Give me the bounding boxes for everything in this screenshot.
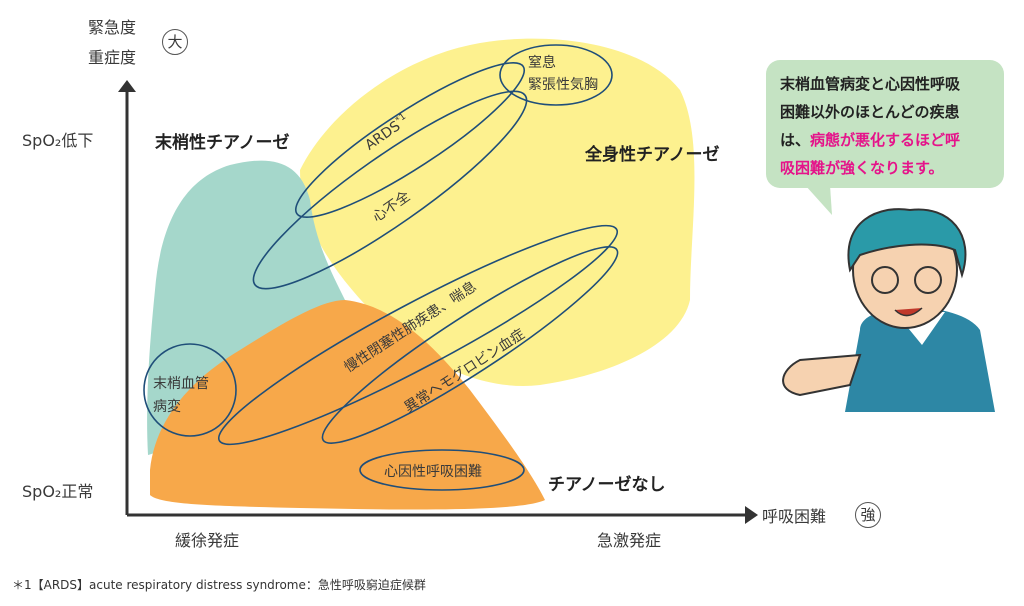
x-axis-arrow-icon [745, 506, 758, 524]
bubble-line-3: は、病態が悪化するほど呼 [780, 131, 961, 149]
doctor-illustration [782, 208, 995, 412]
hemoglobin-ellipse [321, 246, 619, 444]
axes [125, 92, 745, 517]
y-axis-arrow-icon [118, 80, 136, 92]
asphyxia-ellipse [499, 44, 613, 106]
ards-ellipse [294, 62, 526, 218]
footnote: ＊1【ARDS】acute respiratory distress syndr… [12, 578, 426, 592]
speech-bubble: 末梢血管病変と心因性呼吸 困難以外のほとんどの疾患 は、病態が悪化するほど呼 吸… [766, 60, 1004, 188]
copd-ellipse [217, 224, 619, 446]
peripheral-cyanosis-region [147, 160, 345, 455]
heart-failure-ellipse [252, 90, 528, 290]
peripheral-cyanosis-label: 末梢性チアノーゼ [155, 133, 290, 153]
y-axis-label-severity: 重症度 [88, 48, 137, 67]
bubble-line-2: 困難以外のほとんどの疾患 [780, 103, 960, 121]
x-axis-left-label: 緩徐発症 [175, 531, 240, 550]
x-axis-badge: 強 [855, 502, 881, 528]
pvd-label-1: 末梢血管 [153, 376, 209, 392]
x-axis-label: 呼吸困難 [762, 507, 827, 526]
y-axis-bottom-label: SpO₂正常 [22, 482, 94, 501]
central-cyanosis-label: 全身性チアノーゼ [585, 145, 720, 165]
y-axis-label-urgency: 緊急度 [88, 18, 137, 37]
pvd-label-2: 病変 [153, 399, 181, 415]
no-cyanosis-label: チアノーゼなし [548, 475, 666, 495]
pvd-circle [143, 343, 237, 437]
x-axis-right-label: 急激発症 [597, 531, 662, 550]
psychogenic-label: 心因性呼吸困難 [384, 464, 482, 480]
central-cyanosis-region [300, 38, 695, 386]
psychogenic-ellipse [359, 449, 525, 491]
bubble-line-4: 吸困難が強くなります。 [780, 159, 944, 177]
asphyxia-label: 窒息 [528, 55, 556, 71]
tension-pneumothorax-label: 緊張性気胸 [528, 77, 598, 93]
y-axis-top-label: SpO₂低下 [22, 131, 94, 150]
y-axis-badge: 大 [162, 29, 188, 55]
bubble-line-1: 末梢血管病変と心因性呼吸 [780, 75, 961, 93]
